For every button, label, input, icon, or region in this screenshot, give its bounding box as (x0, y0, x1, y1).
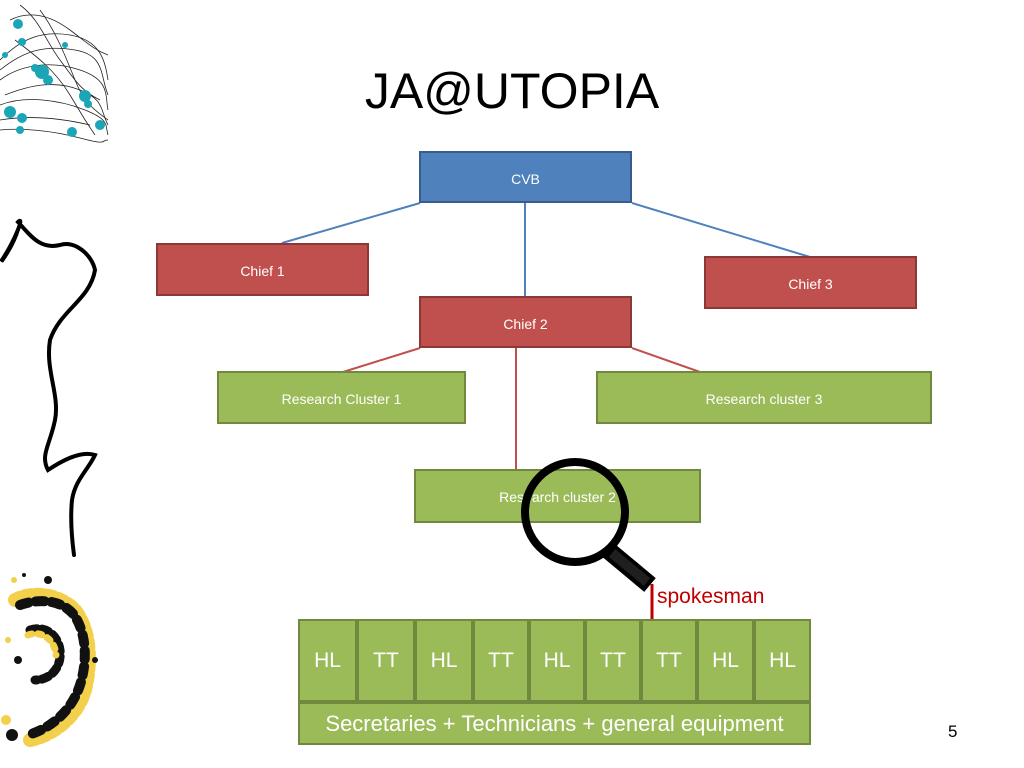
box-research-cluster-3: Research cluster 3 (596, 371, 932, 424)
box-chief-1: Chief 1 (156, 243, 369, 296)
team-member-cell: TT (473, 619, 529, 702)
box-chief-2-label: Chief 2 (503, 316, 548, 332)
team-member-cell: HL (529, 619, 585, 702)
spokesman-label: spokesman (657, 585, 765, 608)
box-cvb-label: CVB (511, 171, 540, 187)
team-member-cell: TT (357, 619, 415, 702)
decor-splatter (1, 573, 98, 747)
box-research-cluster-1: Research Cluster 1 (217, 371, 466, 424)
team-member-cell: TT (641, 619, 697, 702)
decor-teal-dots (2, 19, 105, 137)
box-chief-2: Chief 2 (419, 296, 632, 348)
root-connectors (281, 202, 811, 297)
box-chief-3: Chief 3 (704, 256, 917, 309)
box-chief-3-label: Chief 3 (788, 276, 833, 292)
page-number: 5 (948, 722, 958, 741)
team-member-cell: HL (754, 619, 811, 702)
slide-title: JA@UTOPIA (364, 63, 660, 119)
box-cvb: CVB (419, 151, 632, 203)
team-member-cell: HL (298, 619, 357, 702)
decorative-art-left (0, 4, 109, 747)
box-chief-1-label: Chief 1 (240, 263, 285, 279)
support-staff-label: Secretaries + Technicians + general equi… (325, 710, 784, 736)
chief-connectors (342, 347, 701, 469)
team-member-cell: HL (415, 619, 473, 702)
decor-brush-stroke (0, 218, 98, 557)
box-research-cluster-1-label: Research Cluster 1 (281, 391, 402, 407)
team-member-cell: HL (697, 619, 754, 702)
team-member-cell: TT (585, 619, 641, 702)
decor-swirl-lines (0, 4, 109, 143)
box-research-cluster-3-label: Research cluster 3 (705, 391, 823, 407)
support-staff-bar: Secretaries + Technicians + general equi… (298, 702, 811, 745)
